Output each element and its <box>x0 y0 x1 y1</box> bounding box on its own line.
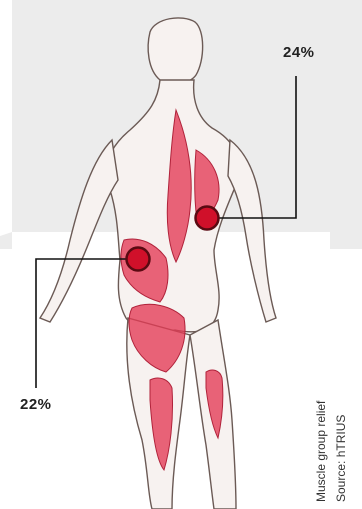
caption-title: Muscle group relief <box>314 401 328 502</box>
caption-source: Source: hTRIUS <box>334 415 348 502</box>
marker-dot-icon <box>196 207 219 230</box>
annotation-value: 24% <box>283 44 315 61</box>
caption: Muscle group relief Source: hTRIUS <box>314 352 354 502</box>
annotation-value: 22% <box>20 396 52 413</box>
marker-dot-icon <box>127 248 150 271</box>
background-panel-corner <box>0 232 12 249</box>
